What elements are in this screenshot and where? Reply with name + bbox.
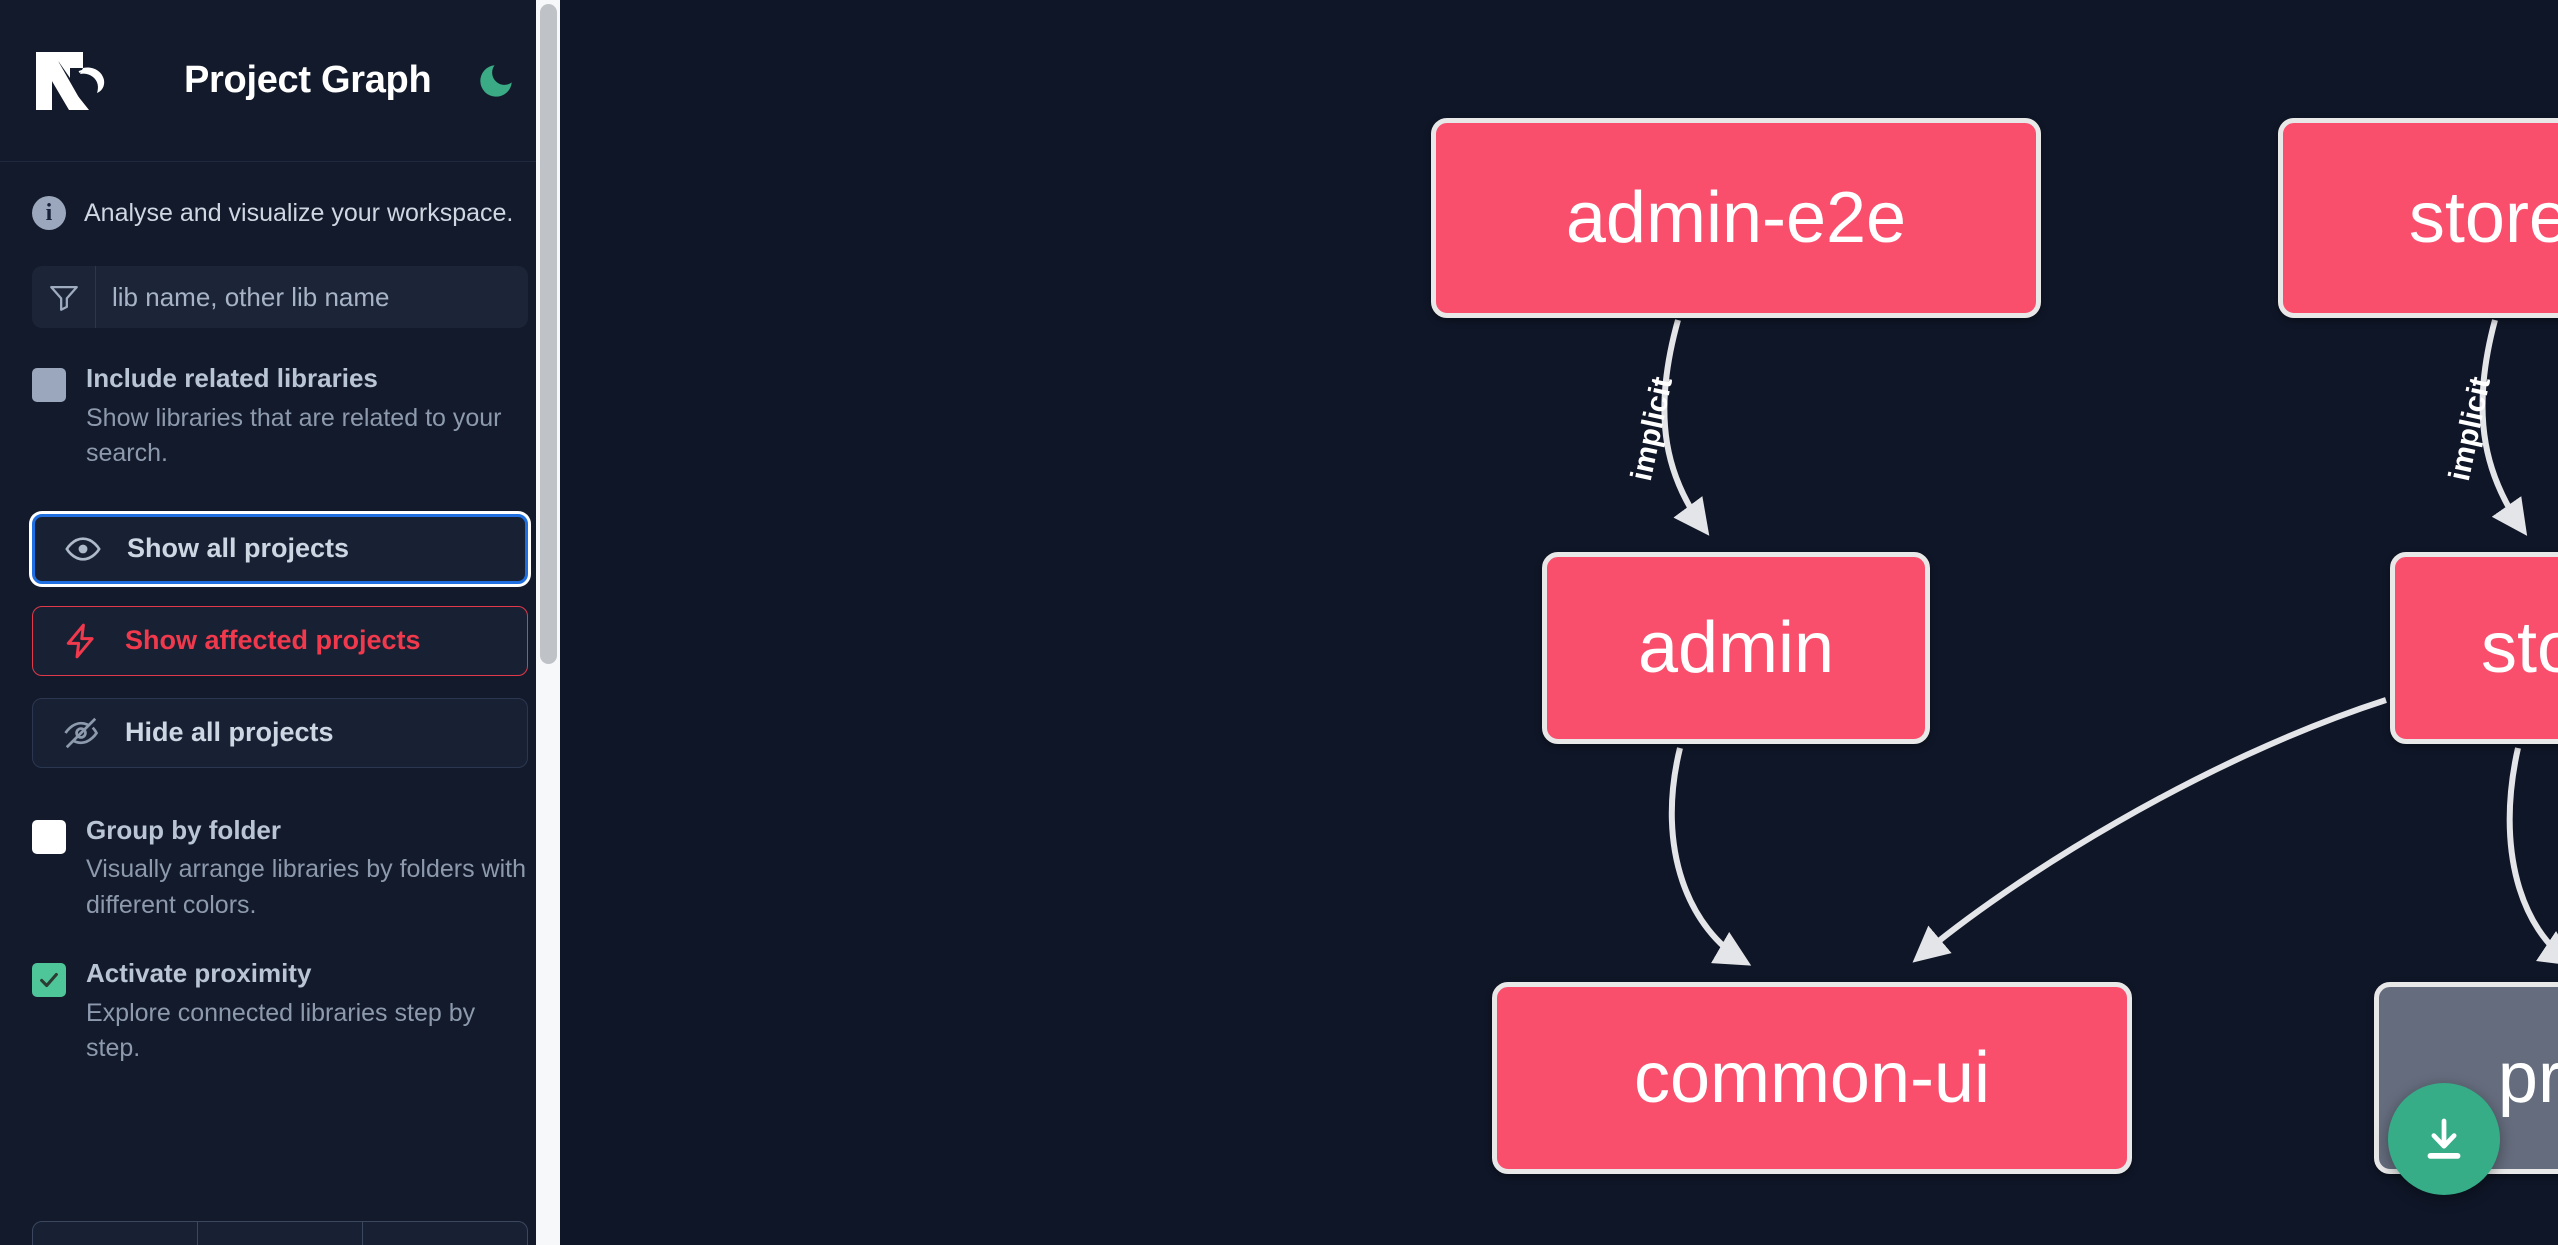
check-icon (40, 972, 58, 988)
sidebar-scrollbar-track[interactable] (536, 0, 560, 1245)
nx-logo (36, 51, 105, 110)
graph-canvas[interactable]: implicit implicit admin-e2e store-e2e ad… (560, 0, 2558, 1245)
edge-admin-to-common-ui (1668, 747, 1752, 966)
hide-all-projects-button[interactable]: Hide all projects (32, 697, 528, 768)
show-all-projects-button[interactable]: Show all projects (32, 513, 528, 584)
node-label-store-e2e: store-e2e (2408, 178, 2558, 258)
edge-store-e2e-to-store (2479, 319, 2528, 536)
node-label-common-ui: common-ui (1633, 1038, 1991, 1118)
segment-1[interactable] (33, 1222, 198, 1245)
checkbox-row-activate-proximity[interactable]: Activate proximity Explore connected lib… (0, 923, 560, 1067)
edge-store-to-products (2506, 747, 2558, 966)
node-label-products: products (2497, 1038, 2558, 1118)
graph-node-admin-e2e[interactable]: admin-e2e (1431, 118, 2041, 318)
show-affected-projects-label: Show affected projects (125, 625, 421, 655)
checkbox-include-related-libraries[interactable] (32, 368, 66, 402)
eye-off-icon (61, 713, 101, 753)
node-label-admin-e2e: admin-e2e (1565, 178, 1907, 258)
checkbox-row-include-related-libraries[interactable]: Include related libraries Show libraries… (0, 328, 560, 472)
sidebar: Project Graph i Analyse and visualize yo… (0, 0, 560, 1245)
download-icon (2427, 1118, 2461, 1159)
sidebar-tagline-text: Analyse and visualize your workspace. (84, 198, 514, 227)
sidebar-header: Project Graph (0, 0, 560, 162)
moon-icon[interactable] (473, 58, 519, 104)
projects-button-group: Show all projects Show affected projects (0, 472, 560, 768)
checkbox-label-include-related-libraries: Include related libraries (86, 363, 378, 393)
eye-icon (63, 529, 103, 569)
checkbox-desc-include-related-libraries: Show libraries that are related to your … (86, 403, 502, 468)
filter-section (0, 230, 560, 328)
filter-funnel-icon (32, 266, 96, 328)
node-label-store: store (2480, 608, 2558, 688)
info-icon: i (32, 196, 66, 230)
segment-2[interactable] (198, 1222, 363, 1245)
show-affected-projects-button[interactable]: Show affected projects (32, 605, 528, 676)
graph-node-store[interactable]: store (2390, 552, 2558, 744)
search-input[interactable] (96, 266, 528, 328)
checkbox-desc-group-by-folder: Visually arrange libraries by folders wi… (86, 855, 527, 919)
segmented-button-group[interactable] (32, 1221, 528, 1245)
page-title: Project Graph (184, 59, 432, 101)
graph-node-common-ui[interactable]: common-ui (1492, 982, 2132, 1174)
checkbox-desc-activate-proximity: Explore connected libraries step by step… (86, 998, 476, 1063)
lightning-bolt-icon (61, 621, 101, 661)
graph-node-store-e2e[interactable]: store-e2e (2278, 118, 2558, 318)
graph-edges (1661, 319, 2558, 966)
node-label-admin: admin (1637, 608, 1835, 688)
checkbox-label-activate-proximity: Activate proximity (86, 958, 312, 988)
checkbox-label-group-by-folder: Group by folder (86, 814, 281, 845)
sidebar-scrollbar-thumb[interactable] (540, 4, 557, 664)
show-all-projects-label: Show all projects (127, 533, 350, 563)
graph-node-admin[interactable]: admin (1542, 552, 1930, 744)
segment-3[interactable] (363, 1222, 527, 1245)
download-graph-button[interactable] (2388, 1083, 2500, 1195)
edge-admin-e2e-to-admin (1661, 319, 1710, 536)
checkbox-group-by-folder[interactable] (32, 819, 66, 854)
edge-store-to-common-ui (1912, 697, 2387, 963)
hide-all-projects-label: Hide all projects (125, 717, 334, 747)
filter-box[interactable] (32, 266, 528, 328)
sidebar-tagline: i Analyse and visualize your workspace. (0, 162, 560, 230)
checkbox-activate-proximity[interactable] (32, 963, 66, 997)
checkbox-row-group-by-folder[interactable]: Group by folder Visually arrange librari… (0, 768, 560, 924)
